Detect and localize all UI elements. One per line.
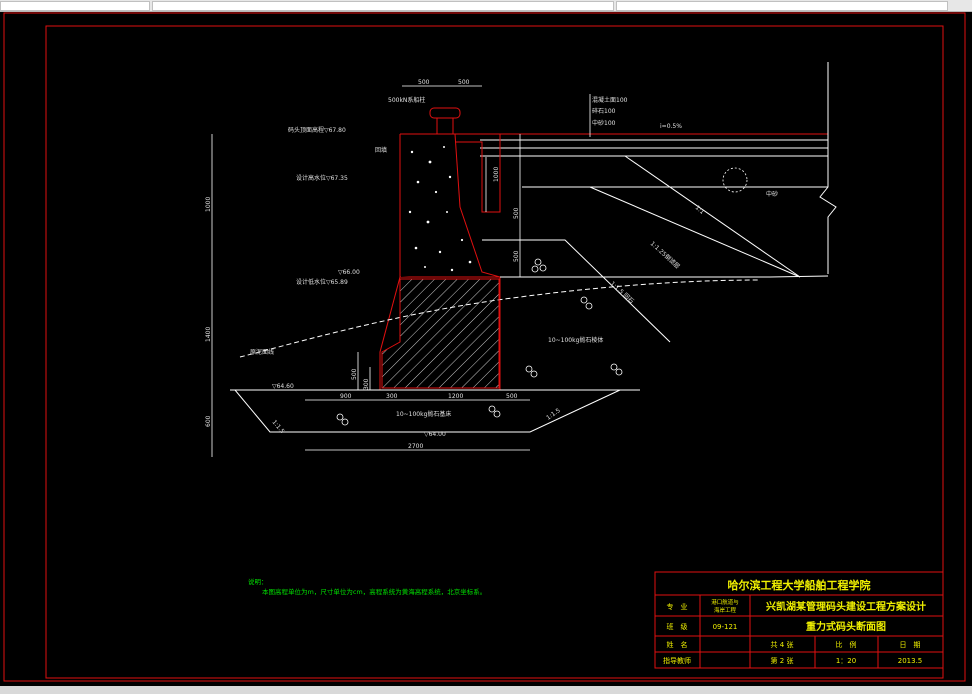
elevation-6400-label: ▽64.00 bbox=[424, 431, 446, 438]
slope-15-label: 1:1.5 回石 bbox=[609, 280, 635, 305]
top-slope-label: i=0.5% bbox=[660, 123, 682, 130]
riprap-bed-label: 10~100kg抛石基床 bbox=[396, 410, 451, 418]
dim-600: 600 bbox=[205, 415, 212, 427]
dim-300: 300 bbox=[386, 393, 398, 400]
title-block bbox=[654, 571, 944, 669]
dim-wall-500: 500 bbox=[513, 207, 520, 219]
dim-2700: 2700 bbox=[408, 443, 423, 450]
top-elevation-label: 码头顶面高程▽67.80 bbox=[288, 126, 346, 134]
bollard-label: 500kN系船柱 bbox=[388, 96, 425, 104]
scale-label: 比 例 bbox=[836, 640, 857, 649]
major-label: 专 业 bbox=[667, 602, 688, 611]
fill-label: 回填 bbox=[375, 146, 387, 154]
advisor-label: 指导教师 bbox=[663, 656, 691, 665]
dim-1200: 1200 bbox=[448, 393, 463, 400]
concrete-block-upper bbox=[401, 135, 481, 277]
riprap-prism-label: 10~100kg抛石棱体 bbox=[548, 336, 603, 344]
hatched-block-lower bbox=[381, 278, 500, 389]
date-value: 2013.5 bbox=[898, 657, 923, 665]
title-bar-field bbox=[0, 1, 150, 11]
slope-left-label: 1:1.5 bbox=[270, 419, 285, 435]
window-title-bar bbox=[0, 0, 972, 12]
dim-500-right: 500 bbox=[458, 79, 470, 86]
dim-wall-500-b: 500 bbox=[513, 250, 520, 262]
notes-heading: 说明： bbox=[248, 577, 268, 586]
dim-500-left: 500 bbox=[418, 79, 430, 86]
name-label: 姓 名 bbox=[667, 640, 688, 649]
total-sheets: 共 4 张 bbox=[771, 640, 794, 649]
pavement-layer-1: 混凝土面100 bbox=[592, 96, 628, 104]
elevation-66-label: ▽66.00 bbox=[338, 269, 360, 276]
slope-125-label: 1:1.25倒滤层 bbox=[649, 240, 682, 271]
status-bar bbox=[0, 686, 972, 694]
design-high-water-label: 设计高水位▽67.35 bbox=[296, 174, 348, 182]
drawing-name: 重力式码头断面图 bbox=[806, 620, 886, 633]
dim-toe-500: 500 bbox=[351, 368, 358, 380]
cad-drawing-canvas[interactable]: 500 500 1000 1400 600 1000 500 500 500 3… bbox=[0, 12, 972, 686]
major-value-2: 海岸工程 bbox=[714, 606, 737, 614]
quay-section bbox=[230, 62, 837, 433]
title-bar-field bbox=[152, 1, 614, 11]
slope-right-label: 1:1.5 bbox=[545, 407, 562, 422]
pavement-layer-2: 碎石100 bbox=[592, 107, 616, 115]
concrete-aggregate bbox=[408, 146, 472, 272]
sheet-number: 第 2 张 bbox=[771, 656, 794, 665]
pavement-layer-3: 中砂100 bbox=[592, 119, 616, 127]
dimension-lines bbox=[211, 85, 591, 457]
major-value-1: 港口航道与 bbox=[711, 598, 739, 606]
dim-wall-1000: 1000 bbox=[493, 167, 500, 182]
scale-value: 1：20 bbox=[836, 657, 856, 665]
dim-1000-upper: 1000 bbox=[205, 197, 212, 212]
seabed-label: 原泥面线 bbox=[250, 348, 274, 356]
design-low-water-label: 设计低水位▽65.89 bbox=[296, 278, 348, 286]
rock-symbols bbox=[336, 167, 748, 426]
project-name: 兴凯湖某管理码头建设工程方案设计 bbox=[766, 600, 926, 613]
dim-1400: 1400 bbox=[205, 327, 212, 342]
slope-1-1-label: 1:1 bbox=[694, 204, 706, 216]
dim-900: 900 bbox=[340, 393, 352, 400]
school-name: 哈尔滨工程大学船舶工程学院 bbox=[728, 578, 871, 592]
date-label: 日 期 bbox=[900, 641, 921, 649]
class-label: 班 级 bbox=[667, 622, 688, 631]
dim-toe-300: 300 bbox=[363, 378, 370, 390]
inner-frame bbox=[45, 25, 944, 679]
dim-500-bottom: 500 bbox=[506, 393, 518, 400]
outer-frame bbox=[3, 12, 966, 682]
elevation-6460-label: ▽64.60 bbox=[272, 383, 294, 390]
notes-line-1: 本图高程单位为m，尺寸单位为cm，高程系统为黄海高程系统，北京坐标系。 bbox=[262, 587, 486, 596]
title-bar-field bbox=[616, 1, 948, 11]
sand-label: 中砂 bbox=[766, 190, 778, 198]
class-value: 09-121 bbox=[713, 623, 738, 631]
